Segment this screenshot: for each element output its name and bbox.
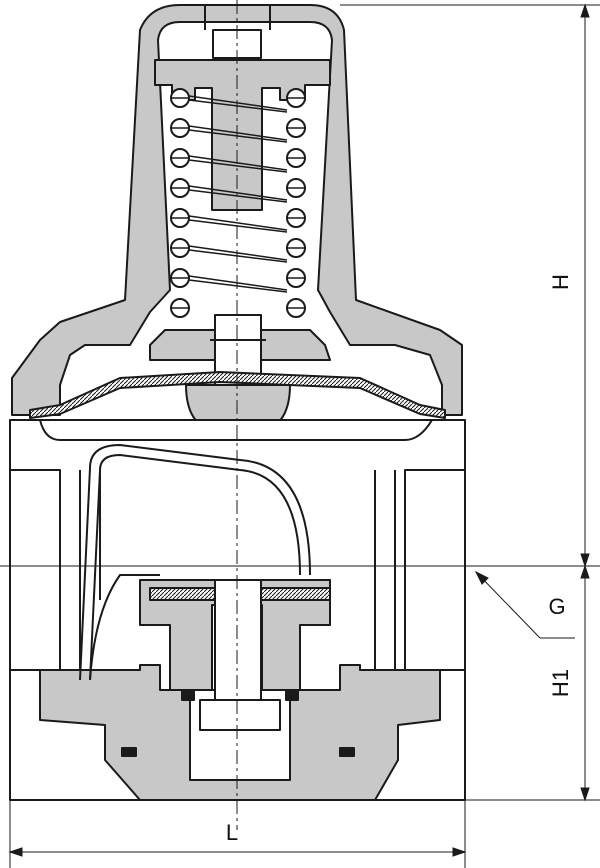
dim-label-h1: H1 [548,669,573,697]
dim-label-l: L [226,820,238,845]
dim-label-h: H [548,274,573,290]
diaphragm [29,371,446,419]
dim-label-g: G [548,594,565,619]
pilot-tube [89,454,301,681]
lower-stem [214,579,262,701]
bonnet [11,4,463,416]
spring [170,88,306,318]
dimension-lines [8,3,600,868]
